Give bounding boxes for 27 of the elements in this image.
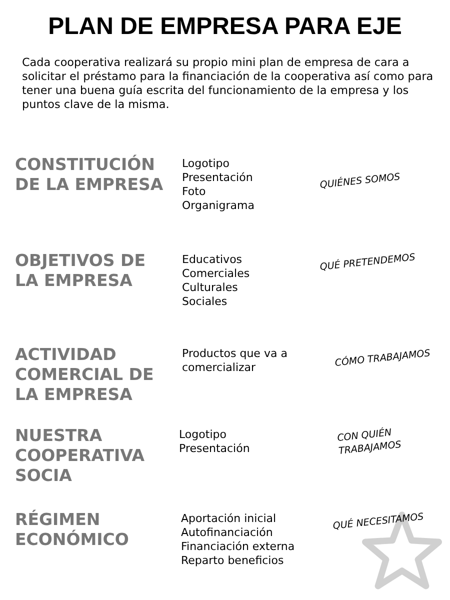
section-heading: ACTIVIDAD COMERCIAL DE LA EMPRESA (15, 345, 155, 405)
title: PLAN DE EMPRESA PARA EJE (47, 12, 403, 42)
list-item: Productos que va a comercializar (182, 347, 288, 375)
list-item: Culturales (182, 281, 238, 295)
list-item: Logotipo (182, 157, 230, 171)
list-item: Comerciales (182, 267, 250, 281)
section-heading: NUESTRA COOPERATIVA SOCIA (15, 426, 146, 486)
list-item: Autofinanciación (181, 526, 273, 540)
section-tag: QUÉ PRETENDEMOS (319, 250, 430, 274)
section-tag: CON QUIÉN TRABAJAMOS (336, 424, 409, 458)
section-heading: CONSTITUCIÓN DE LA EMPRESA (15, 155, 164, 195)
list-item: Aportación inicial (181, 512, 276, 526)
intro-paragraph: Cada cooperativa realizará su propio mini plan de empresa de cara a solicitar el préstamo para la financiación de la cooperativa así como para tener una buena guía escrita del funcionamiento de la empresa y los puntos clave de la misma. (22, 56, 434, 112)
list-item: Logotipo (179, 428, 226, 442)
list-item: Educativos (182, 253, 242, 267)
list-item: Financiación externa (181, 540, 295, 554)
section-heading: RÉGIMEN ECONÓMICO (15, 510, 130, 550)
list-item: Foto (182, 185, 206, 199)
list-item: Organigrama (182, 199, 254, 213)
section-tag: QUÉ NECESITAMOS (332, 508, 444, 533)
list-item: Presentación (182, 171, 253, 185)
section-tag: QUIÉNES SOMOS (319, 168, 420, 192)
section-heading: OBJETIVOS DE LA EMPRESA (15, 251, 147, 291)
list-item: Presentación (179, 442, 250, 456)
list-item: Reparto beneficios (181, 554, 284, 568)
list-item: Sociales (182, 295, 228, 309)
section-tag: CÓMO TRABAJAMOS (334, 346, 446, 370)
